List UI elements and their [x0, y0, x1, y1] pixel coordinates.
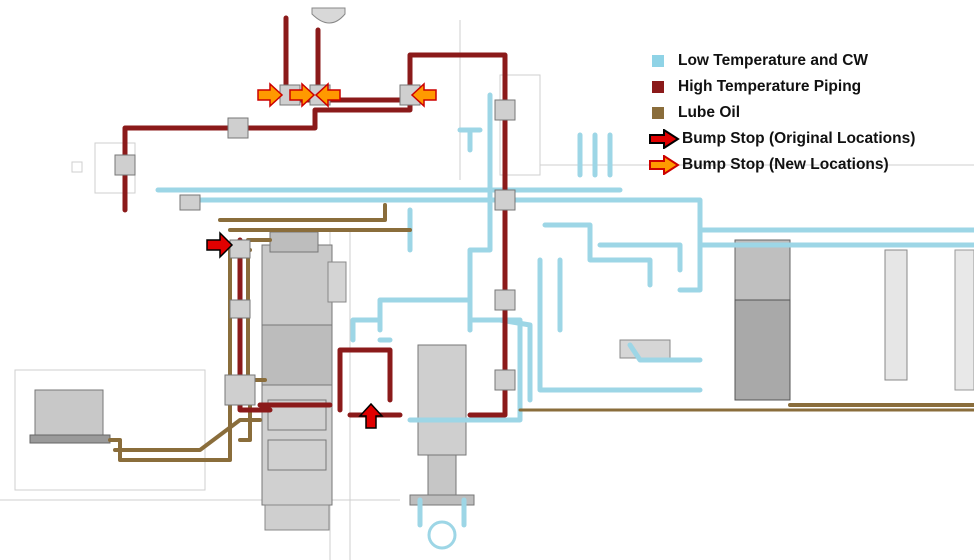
arrow-new-icon [649, 155, 680, 175]
arrow-original-up [358, 402, 384, 429]
legend-item-high-temp: High Temperature Piping [648, 76, 968, 98]
engine-block [261, 231, 347, 531]
central-unit [409, 344, 475, 550]
low-temp-piping [155, 92, 974, 528]
arrow-new-2 [289, 82, 316, 108]
legend-item-low-temp: Low Temperature and CW [648, 50, 968, 72]
lube-oil-swatch [652, 107, 664, 119]
high-temp-swatch [652, 81, 664, 93]
legend-label: Bump Stop (New Locations) [682, 156, 889, 173]
right-machine [619, 239, 974, 401]
arrow-new-4 [410, 82, 437, 108]
arrow-new-3 [314, 82, 341, 108]
arrow-original-left [206, 231, 234, 259]
bump-stop-arrows-original [206, 231, 384, 429]
legend-label: High Temperature Piping [678, 78, 862, 95]
legend-label: Low Temperature and CW [678, 52, 869, 69]
lube-oil-tank [29, 389, 111, 444]
top-tank [311, 7, 346, 24]
arrow-new-1 [257, 82, 284, 108]
legend-label: Lube Oil [678, 104, 740, 121]
legend-label: Bump Stop (Original Locations) [682, 130, 916, 147]
legend-item-bump-new: Bump Stop (New Locations) [648, 154, 968, 176]
low-temp-swatch [652, 55, 664, 67]
legend-item-bump-original: Bump Stop (Original Locations) [648, 128, 968, 150]
bump-stop-arrows-new [257, 82, 437, 108]
arrow-original-icon [649, 129, 680, 149]
legend: Low Temperature and CW High Temperature … [648, 50, 968, 180]
legend-item-lube-oil: Lube Oil [648, 102, 968, 124]
